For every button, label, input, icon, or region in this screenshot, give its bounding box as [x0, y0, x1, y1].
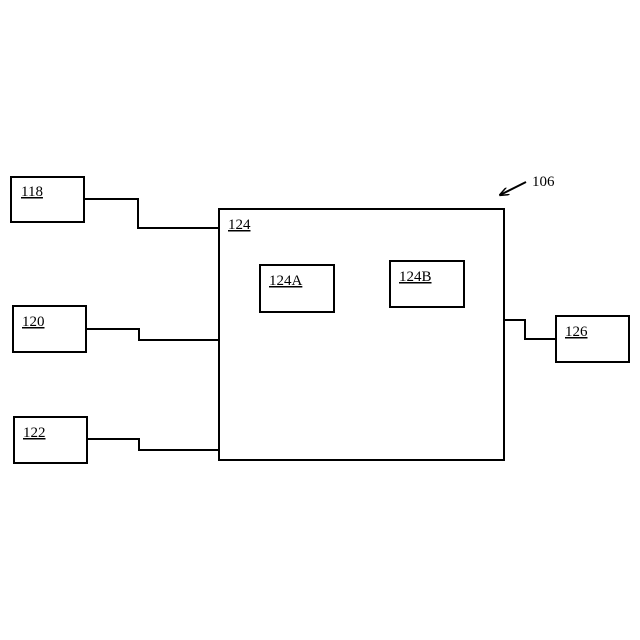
block-124-frame — [219, 209, 504, 460]
block-124: 124 — [219, 209, 504, 460]
wire-124-to-126 — [504, 320, 556, 339]
block-126-label: 126 — [565, 324, 588, 340]
block-118-label: 118 — [21, 184, 43, 200]
wire-118-to-124 — [85, 199, 219, 228]
wire-122-to-124 — [88, 439, 219, 450]
reference-label: 106 — [532, 174, 555, 190]
block-126: 126 — [556, 316, 629, 362]
block-124a: 124A — [260, 265, 334, 312]
block-120: 120 — [13, 306, 86, 352]
block-124-label: 124 — [228, 217, 251, 233]
block-122-label: 122 — [23, 425, 46, 441]
block-122: 122 — [14, 417, 87, 463]
wire-120-to-124 — [87, 329, 219, 340]
block-124a-label: 124A — [269, 273, 303, 289]
block-118: 118 — [11, 177, 84, 222]
block-124b: 124B — [390, 261, 464, 307]
reference-numeral-106: 106 — [500, 174, 555, 195]
reference-arrow — [500, 182, 526, 195]
block-124b-label: 124B — [399, 269, 432, 285]
block-120-label: 120 — [22, 314, 45, 330]
